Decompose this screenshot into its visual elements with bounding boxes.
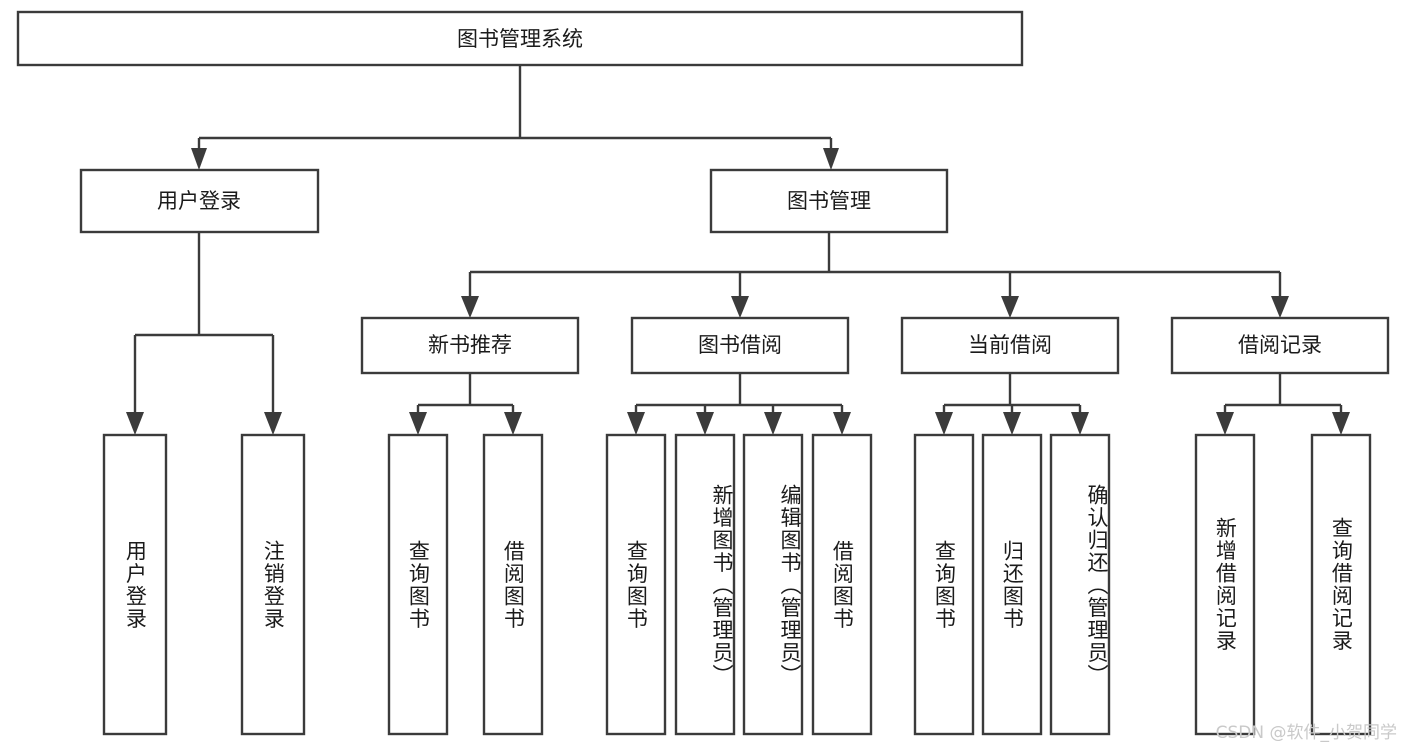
node-new-book-rec-label: 新书推荐	[428, 333, 512, 357]
leaf-box-add-book[interactable]	[674, 433, 736, 736]
leaf-box-borrow-book-1[interactable]	[482, 433, 544, 736]
arrowhead-to-new-book-rec	[461, 296, 479, 318]
node-current-borrow-box	[900, 316, 1120, 375]
arrowhead-to-leaf-return-book	[1003, 412, 1021, 435]
arrowhead-to-leaf-query-book-3	[935, 412, 953, 435]
leaf-box-confirm-return[interactable]	[1049, 433, 1111, 736]
connector-borrow-record-bus	[1223, 373, 1343, 420]
leaf-box-return-book[interactable]	[981, 433, 1043, 736]
leaf-box-edit-book[interactable]	[742, 433, 804, 736]
leaf-box-query-book-1[interactable]	[387, 433, 449, 736]
arrowhead-to-book-manage	[823, 148, 839, 170]
node-book-borrow-label: 图书借阅	[698, 333, 782, 357]
node-book-borrow-box	[630, 316, 850, 375]
node-user-login-box	[79, 168, 320, 234]
leaf-box-query-record[interactable]	[1310, 433, 1372, 736]
node-book-manage-label: 图书管理	[787, 189, 871, 213]
leaf-box-layer	[102, 433, 1372, 736]
arrowhead-to-leaf-edit-book	[764, 412, 782, 435]
node-borrow-record-label: 借阅记录	[1238, 333, 1322, 357]
node-current-borrow-label: 当前借阅	[968, 333, 1052, 357]
node-root-box	[16, 10, 1024, 67]
arrowhead-to-leaf-query-record	[1332, 412, 1350, 435]
connector-root-bus	[197, 65, 833, 155]
node-book-borrow[interactable]: 图书借阅	[630, 316, 850, 375]
connector-book-manage-bus	[468, 232, 1282, 303]
node-new-book-rec-box	[360, 316, 580, 375]
arrowhead-to-leaf-borrow-book-1	[504, 412, 522, 435]
connector-layer	[126, 65, 1350, 435]
arrowhead-to-leaf-add-record	[1216, 412, 1234, 435]
node-borrow-record[interactable]: 借阅记录	[1170, 316, 1390, 375]
node-book-manage-box	[709, 168, 949, 234]
csdn-watermark: CSDN @软件_小贺同学	[1215, 723, 1397, 743]
node-new-book-rec[interactable]: 新书推荐	[360, 316, 580, 375]
leaf-box-query-book-3[interactable]	[913, 433, 975, 736]
arrowhead-to-borrow-record	[1271, 296, 1289, 318]
leaf-box-query-book-2[interactable]	[605, 433, 667, 736]
connector-new-book-rec-bus	[416, 373, 515, 420]
arrowhead-to-leaf-confirm-return	[1071, 412, 1089, 435]
leaf-box-add-record[interactable]	[1194, 433, 1256, 736]
arrowhead-to-leaf-query-book-1	[409, 412, 427, 435]
node-current-borrow[interactable]: 当前借阅	[900, 316, 1120, 375]
arrowhead-to-leaf-add-book	[696, 412, 714, 435]
connector-book-borrow-bus	[634, 373, 844, 420]
leaf-box-user-logout[interactable]	[240, 433, 306, 736]
node-user-login-label: 用户登录	[157, 189, 241, 213]
arrowhead-to-current-borrow	[1001, 296, 1019, 318]
arrowhead-to-leaf-user-login	[126, 412, 144, 435]
arrowhead-to-leaf-query-book-2	[627, 412, 645, 435]
leaf-box-user-login[interactable]	[102, 433, 168, 736]
node-borrow-record-box	[1170, 316, 1390, 375]
node-user-login[interactable]: 用户登录	[79, 168, 320, 234]
node-root[interactable]: 图书管理系统	[16, 10, 1024, 67]
node-book-manage[interactable]: 图书管理	[709, 168, 949, 234]
node-root-label: 图书管理系统	[457, 27, 583, 51]
arrowhead-to-book-borrow	[731, 296, 749, 318]
arrowhead-to-leaf-borrow-book-2	[833, 412, 851, 435]
arrowhead-to-user-login	[191, 148, 207, 170]
leaf-box-borrow-book-2[interactable]	[811, 433, 873, 736]
connector-user-login-bus	[133, 232, 275, 420]
arrowhead-to-leaf-user-logout	[264, 412, 282, 435]
